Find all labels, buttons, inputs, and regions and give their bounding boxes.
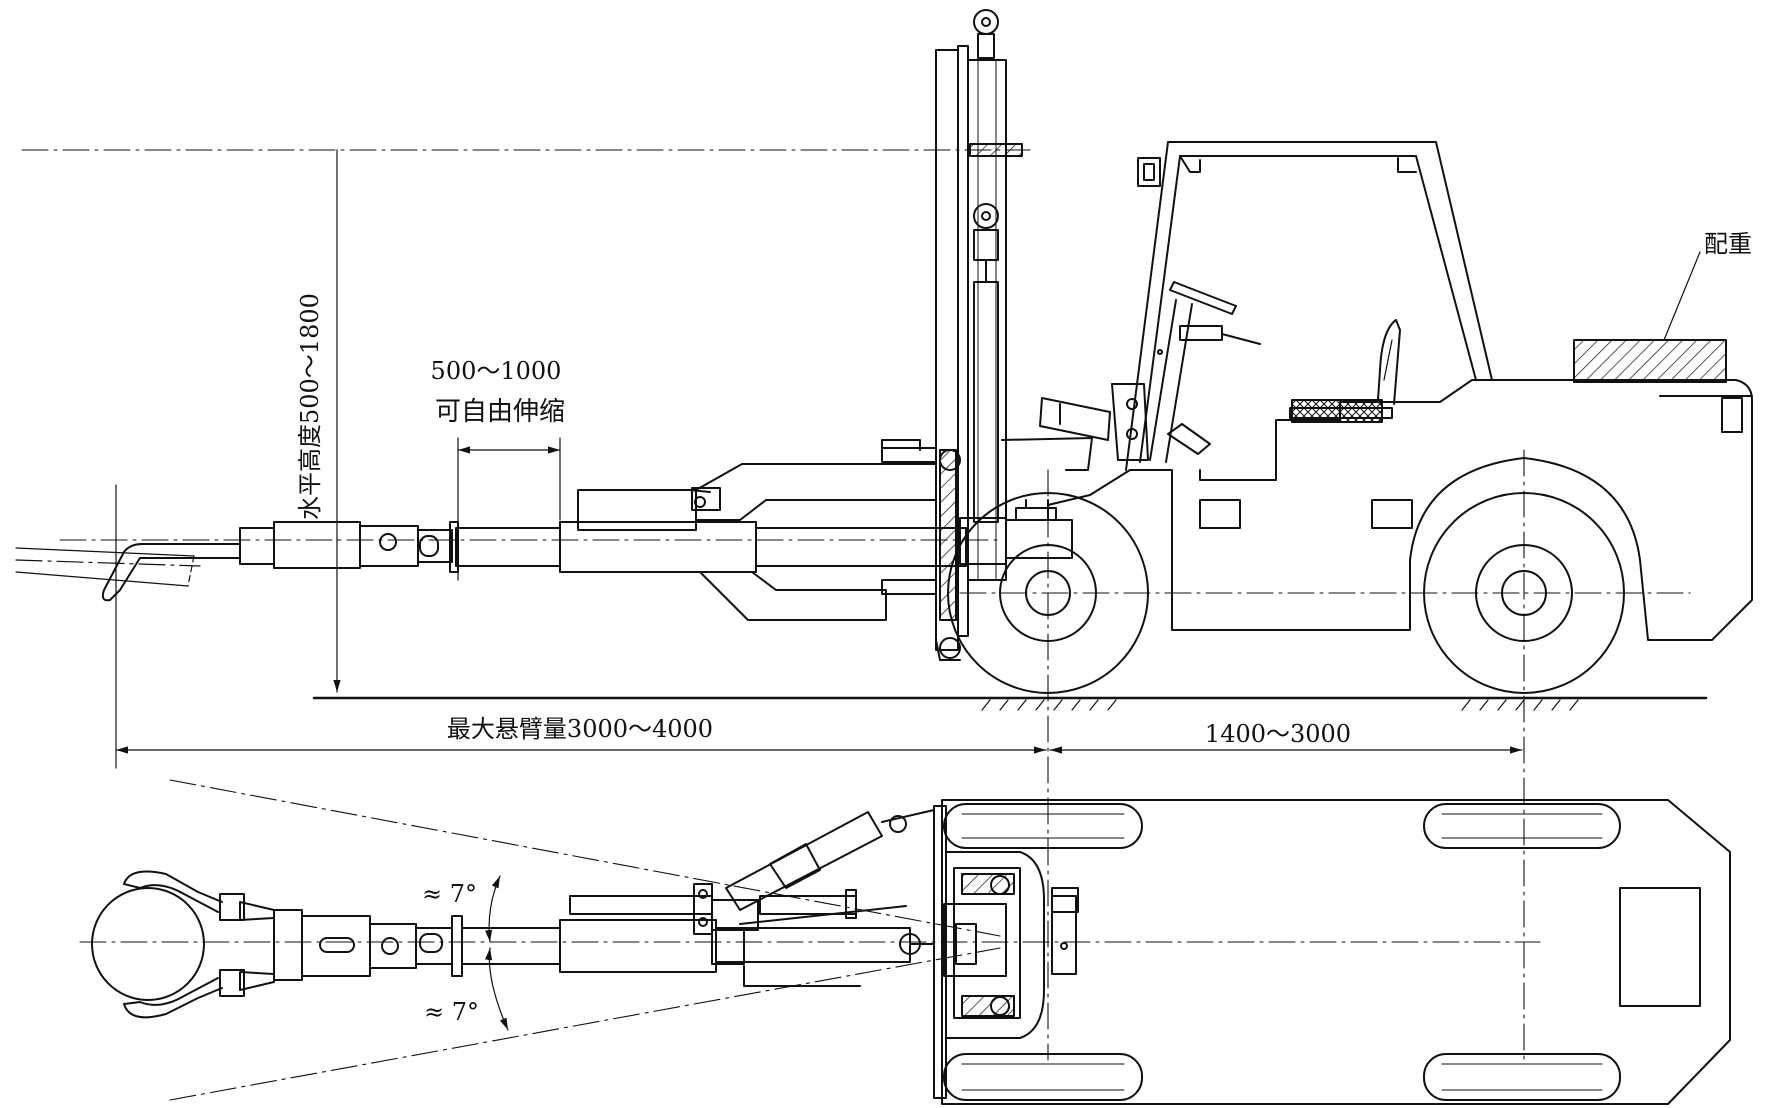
- horizontal-height-label: 水平高度500～1800: [296, 293, 324, 520]
- label-layer: 配重 500～1000 可自由伸缩 水平高度500～1800 最大悬臂量3000…: [296, 230, 1752, 1026]
- max-cantilever-label: 最大悬臂量3000～4000: [447, 715, 713, 743]
- ground-line: [312, 696, 1708, 711]
- dimensions-side: [115, 149, 1523, 769]
- mast-top: [933, 805, 1079, 1099]
- arm-side: [101, 463, 967, 621]
- swing-down-label: ≈ 7°: [424, 998, 479, 1026]
- extension-range-label: 500～1000: [431, 357, 562, 385]
- mast-side: [881, 9, 1073, 661]
- pipe-side: [15, 547, 201, 587]
- swing-up-label: ≈ 7°: [422, 880, 477, 908]
- vehicle-body-side: [1001, 141, 1753, 641]
- centerlines: [21, 149, 1691, 1101]
- counterweight-label: 配重: [1704, 230, 1752, 258]
- angle-marks: [484, 875, 509, 1031]
- extension-note-label: 可自由伸缩: [435, 397, 565, 427]
- arm-top: [91, 809, 935, 1019]
- vehicle-top: [941, 799, 1731, 1105]
- wheelbase-label: 1400～3000: [1205, 720, 1351, 748]
